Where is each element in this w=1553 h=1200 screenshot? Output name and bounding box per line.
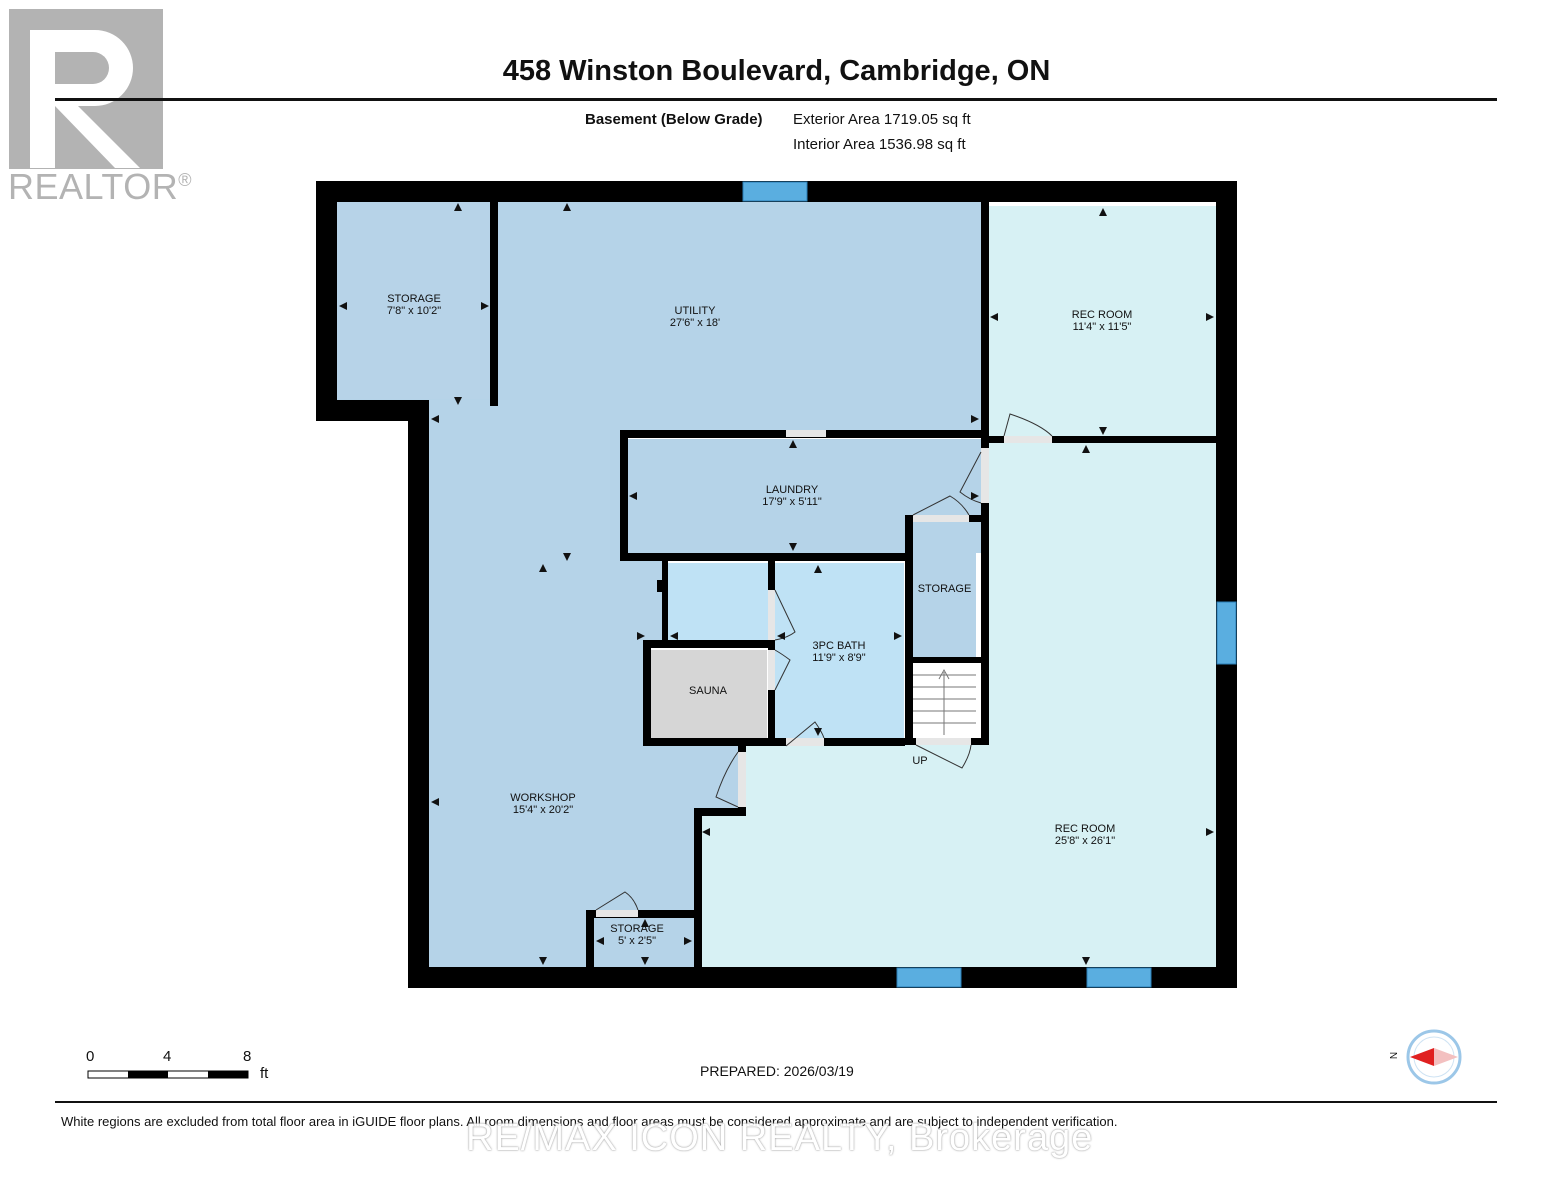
realtor-wordmark: REALTOR® xyxy=(8,166,192,207)
sauna-fill xyxy=(650,650,767,738)
windows xyxy=(742,181,1237,988)
brokerage-watermark: RE/MAX ICON REALTY, Brokerage xyxy=(466,1117,1094,1159)
window-north xyxy=(742,181,808,202)
room-storage-mid: STORAGE xyxy=(917,583,972,595)
doors xyxy=(595,413,1053,917)
scale-tick-4: 4 xyxy=(163,1048,172,1065)
stairs-up-label: UP xyxy=(912,755,928,767)
level-label: Basement (Below Grade) xyxy=(585,111,763,128)
scale-bar xyxy=(87,1070,249,1079)
dimension-arrows xyxy=(339,203,1214,965)
bath-fill xyxy=(775,563,904,738)
header-rule xyxy=(55,98,1497,101)
rec-room-ne-fill xyxy=(988,206,1216,437)
footer-rule xyxy=(55,1101,1497,1103)
rec-room-main-fill xyxy=(700,443,1216,967)
compass-icon xyxy=(1406,1029,1462,1085)
prepared-date: PREPARED: 2026/03/19 xyxy=(700,1063,854,1079)
scale-unit: ft xyxy=(260,1065,269,1082)
window-east xyxy=(1216,601,1237,665)
stairs xyxy=(913,668,976,735)
compass-north-label: N xyxy=(1389,1051,1401,1060)
interior-area: Interior Area 1536.98 sq ft xyxy=(793,136,966,153)
room-sauna: SAUNA xyxy=(689,685,727,697)
disclaimer: White regions are excluded from total fl… xyxy=(61,1114,1118,1129)
storage-mid-fill xyxy=(913,522,976,657)
walls xyxy=(316,181,1237,988)
window-south-1 xyxy=(896,967,962,988)
exterior-area: Exterior Area 1719.05 sq ft xyxy=(793,111,971,128)
scale-tick-8: 8 xyxy=(243,1048,252,1065)
storage-nw-fill xyxy=(337,201,493,399)
window-south-2 xyxy=(1086,967,1152,988)
closet-fill xyxy=(668,563,768,642)
scale-tick-0: 0 xyxy=(86,1048,95,1065)
page-title: 458 Winston Boulevard, Cambridge, ON xyxy=(502,55,1051,87)
